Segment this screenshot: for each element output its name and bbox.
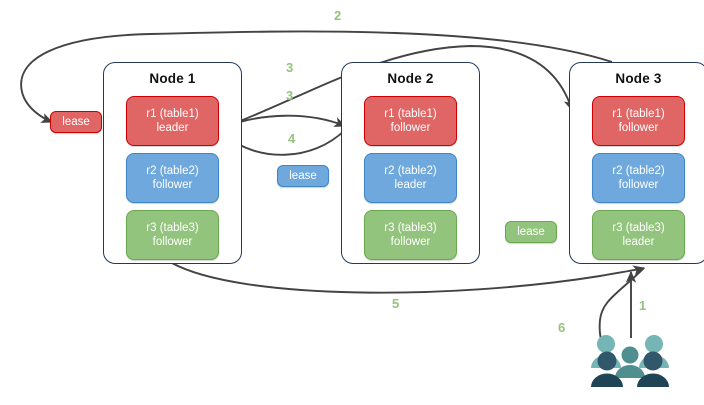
node-2-replica-r2-role: leader bbox=[394, 179, 427, 191]
users-icon-front-row bbox=[591, 351, 669, 387]
node-3-replica-r3[interactable]: r3 (table3) leader bbox=[592, 210, 685, 260]
node-1-replica-r3-label: r3 (table3) bbox=[146, 222, 199, 234]
node-1-replica-r2[interactable]: r2 (table2) follower bbox=[126, 153, 219, 203]
node-2-replica-r1-label: r1 (table1) bbox=[384, 108, 437, 120]
node-3-replica-r3-role: leader bbox=[622, 236, 655, 248]
lease-badge-blue[interactable]: lease bbox=[277, 165, 329, 187]
step-label-5: 5 bbox=[392, 296, 400, 311]
node-3-container: Node 3 r1 (table1) follower r2 (table2) … bbox=[569, 62, 704, 264]
node-2-title: Node 2 bbox=[387, 71, 434, 86]
node-3-replica-r2-label: r2 (table2) bbox=[612, 165, 665, 177]
node-3-replica-r1-role: follower bbox=[618, 122, 659, 134]
node-2-replica-r1[interactable]: r1 (table1) follower bbox=[364, 96, 457, 146]
node-1-replica-r3-role: follower bbox=[152, 236, 193, 248]
node-2-replica-r3-role: follower bbox=[390, 236, 431, 248]
node-1-replica-r2-label: r2 (table2) bbox=[146, 165, 199, 177]
lease-badge-red[interactable]: lease bbox=[50, 111, 102, 133]
node-3-replica-r1-label: r1 (table1) bbox=[612, 108, 665, 120]
lease-badge-green[interactable]: lease bbox=[505, 221, 557, 243]
node-3-replica-r2-role: follower bbox=[618, 179, 659, 191]
arrow-step-5 bbox=[171, 262, 646, 294]
node-2-replica-r2-label: r2 (table2) bbox=[384, 165, 437, 177]
node-3-replica-r2[interactable]: r2 (table2) follower bbox=[592, 153, 685, 203]
node-1-replica-r1-role: leader bbox=[156, 122, 189, 134]
arrow-step-3-upper bbox=[221, 45, 574, 129]
node-1-title: Node 1 bbox=[149, 71, 196, 86]
step-label-3-lower: 3 bbox=[286, 88, 294, 103]
node-2-container: Node 2 r1 (table1) follower r2 (table2) … bbox=[341, 62, 480, 264]
node-2-replica-r2[interactable]: r2 (table2) leader bbox=[364, 153, 457, 203]
node-2-replica-r3-label: r3 (table3) bbox=[384, 222, 437, 234]
node-1-replica-r1-label: r1 (table1) bbox=[146, 108, 199, 120]
step-label-1: 1 bbox=[639, 298, 647, 313]
node-2-replica-r1-role: follower bbox=[390, 122, 431, 134]
node-3-replica-r1[interactable]: r1 (table1) follower bbox=[592, 96, 685, 146]
step-label-4: 4 bbox=[288, 131, 296, 146]
node-1-replica-r2-role: follower bbox=[152, 179, 193, 191]
node-1-replica-r3[interactable]: r3 (table3) follower bbox=[126, 210, 219, 260]
node-1-replica-r1[interactable]: r1 (table1) leader bbox=[126, 96, 219, 146]
step-label-6: 6 bbox=[558, 320, 566, 335]
node-1-container: Node 1 r1 (table1) leader r2 (table2) fo… bbox=[103, 62, 242, 264]
node-2-replica-r3[interactable]: r3 (table3) follower bbox=[364, 210, 457, 260]
step-label-2: 2 bbox=[334, 8, 342, 23]
arrow-step-2 bbox=[20, 30, 613, 123]
step-label-3-upper: 3 bbox=[286, 60, 294, 75]
node-3-replica-r3-label: r3 (table3) bbox=[612, 222, 665, 234]
node-3-title: Node 3 bbox=[615, 71, 662, 86]
users-icon-middle-figure bbox=[615, 346, 645, 378]
